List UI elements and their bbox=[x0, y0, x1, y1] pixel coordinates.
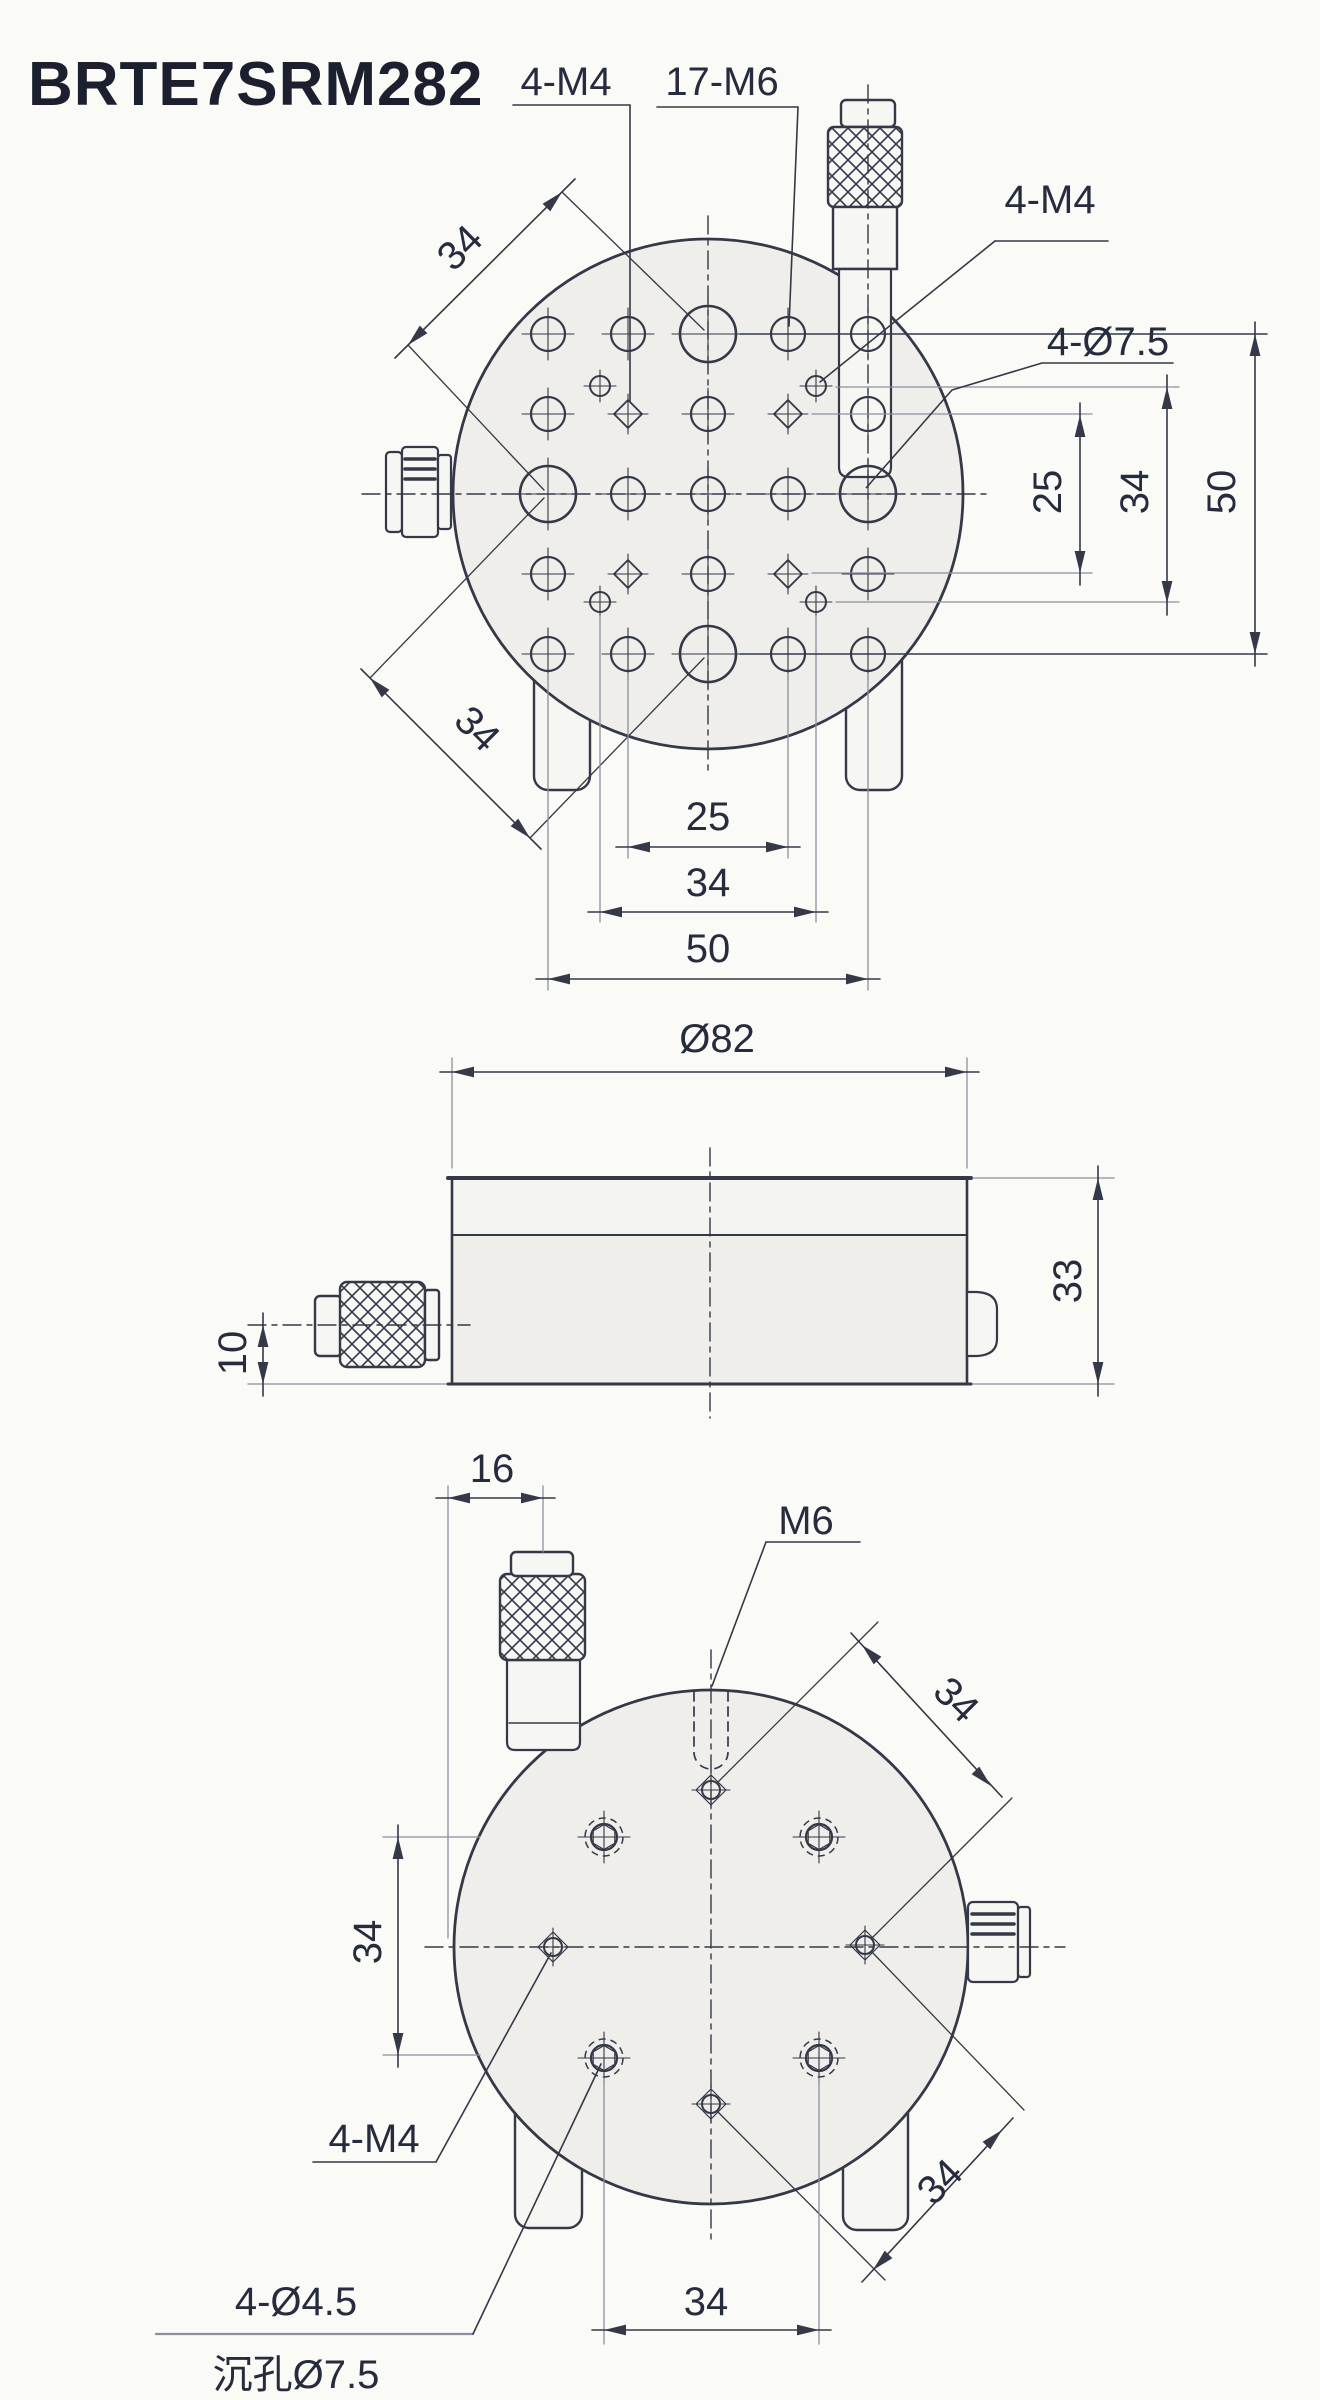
dim-bottom-diag-lower-34: 34 bbox=[909, 2151, 972, 2214]
dim-top-right-50: 50 bbox=[1200, 470, 1244, 515]
dim-bottom-knob-16: 16 bbox=[470, 1447, 515, 1491]
label-bottom-4m4: 4-M4 bbox=[328, 2117, 419, 2161]
dim-bottom-34: 34 bbox=[684, 2280, 729, 2324]
dim-side-height-33: 33 bbox=[1046, 1259, 1090, 1304]
dim-bottom-left-34: 34 bbox=[346, 1920, 390, 1965]
dim-top-bottom-34: 34 bbox=[686, 861, 731, 905]
label-bottom-m6: M6 bbox=[778, 1499, 834, 1543]
dim-side-knob-10: 10 bbox=[211, 1331, 255, 1376]
label-top-4d75: 4-Ø7.5 bbox=[1047, 320, 1169, 364]
label-top-17m6: 17-M6 bbox=[665, 60, 778, 104]
dim-top-bottom-25: 25 bbox=[686, 795, 731, 839]
label-bottom-counterbore: 沉孔Ø7.5 bbox=[213, 2353, 380, 2397]
dim-top-right-34: 34 bbox=[1113, 470, 1157, 515]
dim-top-right-25: 25 bbox=[1026, 470, 1070, 515]
dim-bottom-diag-upper-34: 34 bbox=[925, 1669, 988, 1732]
drawing-geometry bbox=[154, 84, 1268, 2345]
label-bottom-4d45: 4-Ø4.5 bbox=[235, 2280, 357, 2324]
dim-side-diameter-82: Ø82 bbox=[679, 1017, 755, 1061]
dim-top-diag-upper-34: 34 bbox=[429, 217, 492, 280]
label-top-4m4-inner: 4-M4 bbox=[520, 60, 611, 104]
label-top-4m4-outer: 4-M4 bbox=[1004, 178, 1095, 222]
dim-top-bottom-50: 50 bbox=[686, 927, 731, 971]
dim-top-diag-lower-34: 34 bbox=[446, 698, 509, 761]
part-number-title: BRTE7SRM282 bbox=[28, 50, 483, 119]
